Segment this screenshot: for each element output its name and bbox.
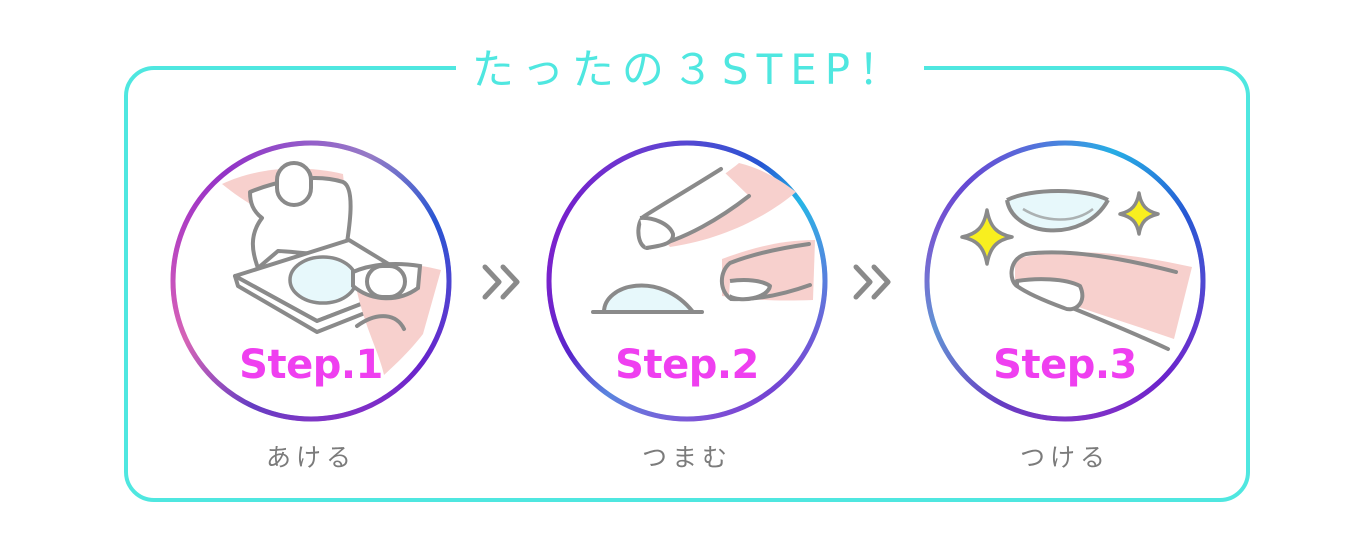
step-3: Step.3 つける xyxy=(920,136,1210,476)
step-label: Step.2 xyxy=(615,342,759,388)
put-on-lens-illustration xyxy=(924,140,1206,422)
double-chevron-right-icon xyxy=(479,262,525,302)
pinch-lens-illustration xyxy=(546,140,828,422)
step-label: Step.3 xyxy=(993,342,1137,388)
step-1: Step.1 あける xyxy=(166,136,456,476)
page-title: たったの３STEP！ xyxy=(471,44,909,94)
open-lens-package-illustration xyxy=(170,140,452,422)
title-wrap: たったの３STEP！ xyxy=(456,34,924,98)
step-caption: つける xyxy=(1019,443,1110,472)
step-2: Step.2 つまむ xyxy=(542,136,832,476)
step-label: Step.1 xyxy=(239,342,383,388)
step-caption: つまむ xyxy=(641,443,732,472)
double-chevron-right-icon xyxy=(850,262,896,302)
step-caption: あける xyxy=(265,443,356,472)
